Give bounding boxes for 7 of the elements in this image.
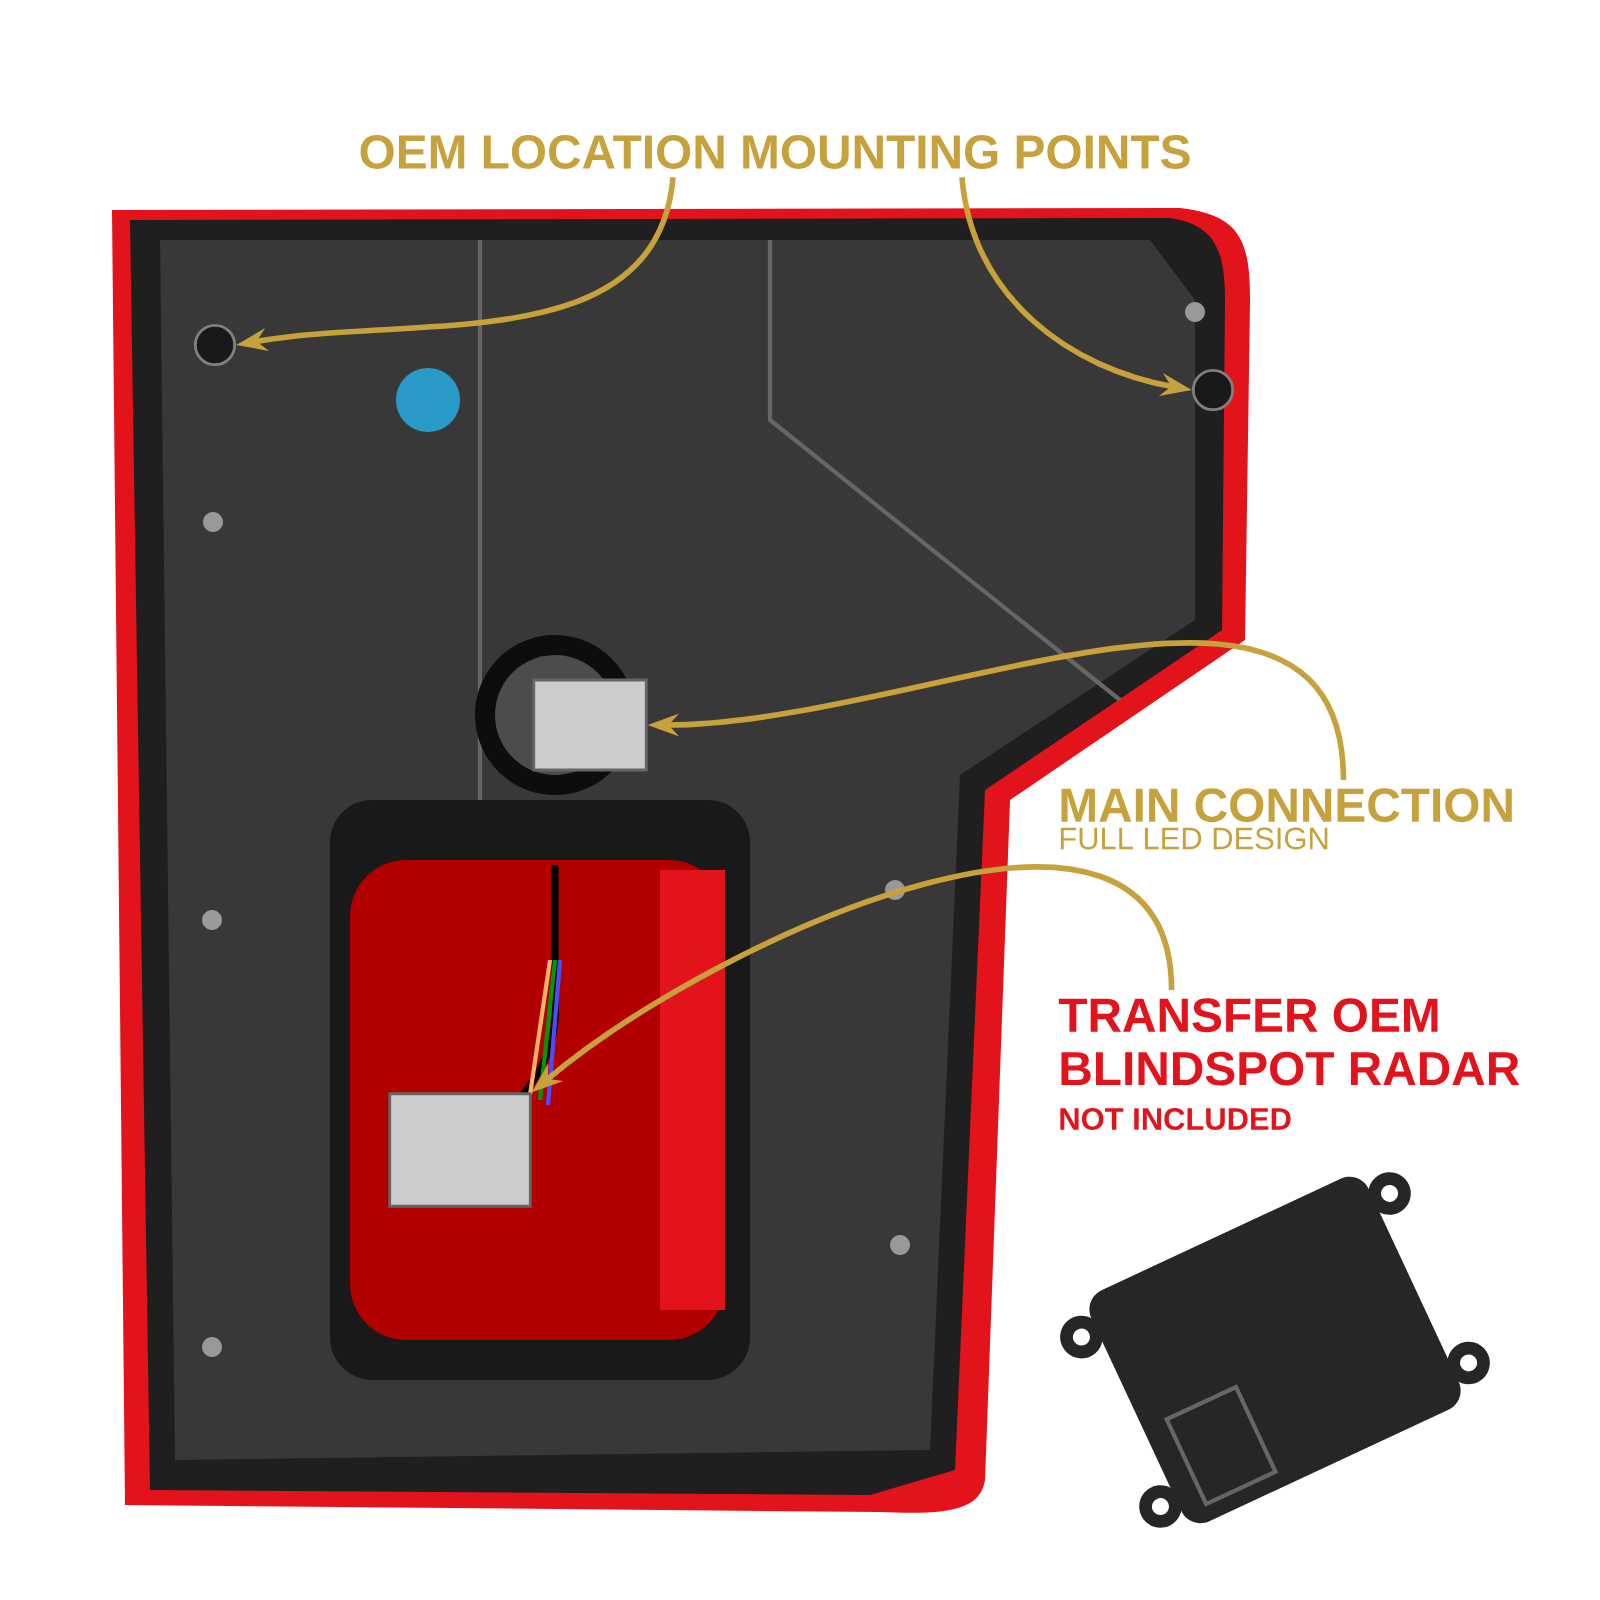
callout-subtext: FULL LED DESIGN	[1060, 827, 1328, 850]
callout-subtext: NOT INCLUDED	[1060, 1108, 1291, 1130]
connector-plug	[388, 1092, 532, 1208]
callout-heading: TRANSFER OEM BLINDSPOT RADAR	[1058, 998, 1520, 1086]
callout-heading: OEM LOCATION MOUNTING POINTS	[360, 135, 1190, 169]
callout-heading: MAIN CONNECTION	[1061, 788, 1512, 823]
connector-plug	[532, 678, 648, 772]
